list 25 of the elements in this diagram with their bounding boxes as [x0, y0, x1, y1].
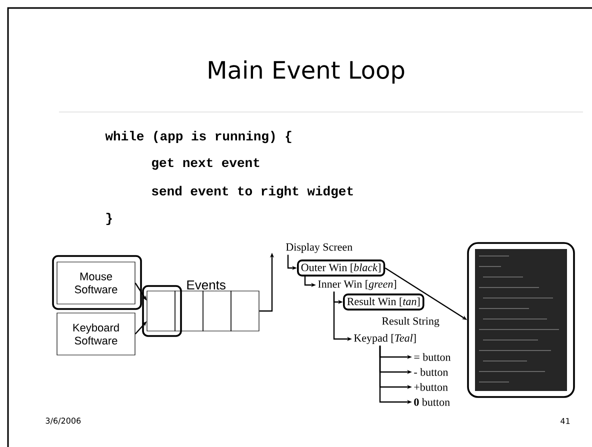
- widget-label: Result String: [382, 317, 440, 327]
- widget-label: = button: [414, 353, 451, 361]
- page-number: 41: [560, 418, 570, 424]
- queue-cell: [174, 290, 204, 332]
- widget-label: Inner Win [green]: [318, 280, 396, 290]
- widget-label: 0 button: [414, 398, 450, 406]
- code-line: }: [106, 212, 112, 226]
- widget-label: Display Screen: [286, 243, 352, 253]
- widget-box: Result Win [tan]: [343, 294, 424, 310]
- title: Main Event Loop: [208, 60, 404, 84]
- queue-cell: [146, 290, 176, 332]
- queue-cell: [230, 290, 260, 332]
- software-box: Mouse Software: [56, 262, 136, 304]
- code-line: while (app is running) {: [105, 130, 292, 144]
- widget-label: Keypad [Teal]: [354, 334, 416, 344]
- software-box: Keyboard Software: [56, 312, 136, 356]
- date: 3/6/2006: [46, 418, 81, 424]
- widget-box: Outer Win [black]: [297, 260, 386, 276]
- widget-label: +button: [414, 383, 448, 391]
- code-line: get next event: [152, 158, 260, 170]
- picture: [467, 242, 575, 398]
- queue-cell: [202, 290, 232, 332]
- code-line: send event to right widget: [152, 186, 353, 198]
- widget-label: - button: [414, 368, 448, 376]
- queue-label: Events: [187, 280, 226, 290]
